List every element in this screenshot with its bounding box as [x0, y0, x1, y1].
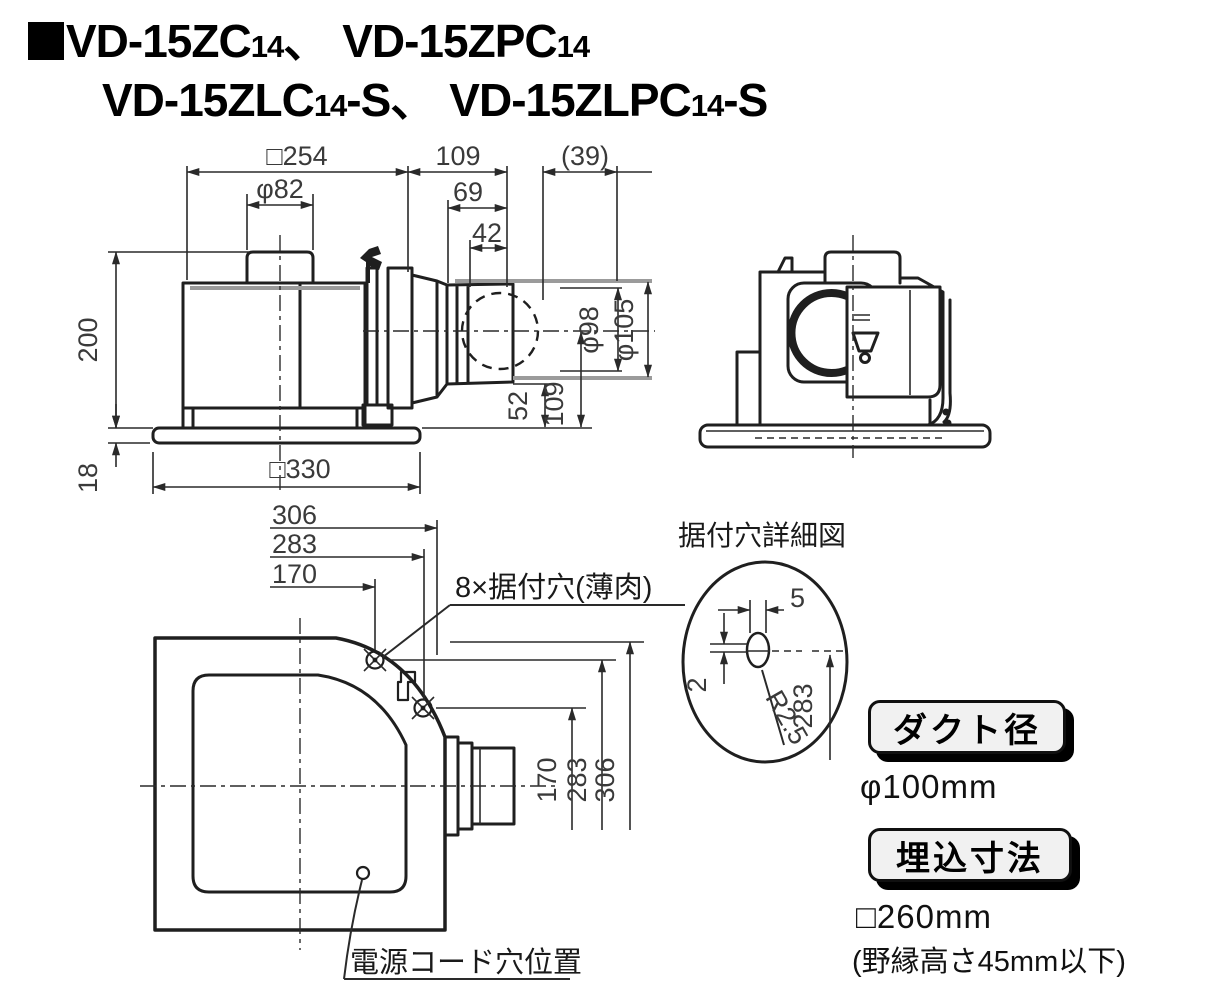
mount-hole-label: 8×据付穴(薄肉) [455, 571, 652, 604]
black-square-bullet-icon [28, 22, 64, 60]
power-cord-label: 電源コード穴位置 [350, 946, 582, 979]
dim-x170: 170 [272, 559, 317, 589]
title-line-1: VD-15ZC14、VD-15ZPC14 [28, 12, 767, 71]
title-line-2: VD-15ZLC14-S、VD-15ZLPC14-S [102, 71, 768, 130]
duct-diameter-badge-label: ダクト径 [893, 711, 1041, 750]
duct-diameter-value: φ100mm [860, 768, 998, 805]
separator: 、 [283, 15, 329, 67]
model-name: VD-15ZLC [102, 73, 315, 126]
detail-slot-hole [745, 631, 771, 669]
dim-w5: 5 [790, 583, 805, 613]
embed-dimension-value: □260mm [856, 898, 992, 935]
dim-height: 200 [73, 317, 103, 362]
dim-y170: 170 [532, 757, 562, 802]
mount-hole-callout: 8×据付穴(薄肉) [382, 571, 685, 658]
dim-x283: 283 [272, 529, 317, 559]
model-suffix: -S [723, 73, 768, 126]
mount-hole [411, 696, 435, 720]
model-subscript: 14 [556, 29, 590, 64]
embed-dimension-badge-label: 埋込寸法 [896, 839, 1044, 878]
dim-x306: 306 [272, 500, 317, 530]
mount-hole-detail-view: 据付穴詳細図 5 2 R2.5 283 [678, 520, 849, 764]
duct-diameter-badge: ダクト径 [868, 700, 1066, 754]
separator: 、 [390, 73, 436, 126]
corner-bracket [396, 670, 417, 702]
dim-duct-len: 109 [435, 141, 480, 171]
side-view [698, 235, 992, 458]
dim-flange-thickness: 18 [73, 463, 103, 493]
model-suffix: -S [346, 73, 391, 126]
detail-bubble [681, 560, 849, 764]
page-title: VD-15ZC14、VD-15ZPC14 VD-15ZLC14-S、VD-15Z… [28, 12, 768, 130]
dim-len39: (39) [561, 141, 609, 171]
front-view: □254 φ82 109 (39) 69 42 200 18 □330 φ98 … [73, 141, 655, 494]
front-view-dimensions: □254 φ82 109 (39) 69 42 200 18 □330 φ98 … [73, 141, 652, 494]
embed-dimension-badge: 埋込寸法 [868, 828, 1072, 882]
dim-v52: 52 [503, 391, 533, 421]
dim-y306: 306 [590, 757, 620, 802]
bottom-view-dimensions: 306 283 170 170 283 306 [270, 500, 644, 830]
power-cord-hole [355, 865, 371, 881]
model-subscript: 14 [313, 87, 347, 123]
mount-hole [363, 648, 387, 672]
dim-p283: 283 [788, 683, 818, 728]
dim-top-duct-dia: φ82 [256, 174, 304, 204]
dim-len69: 69 [453, 177, 483, 207]
model-subscript: 14 [250, 29, 284, 64]
dim-duct-outer-dia: φ105 [609, 299, 639, 362]
dim-len42: 42 [472, 218, 502, 248]
dim-duct-inner-dia: φ98 [574, 306, 604, 354]
dim-flange-width: □330 [269, 454, 330, 484]
grille [191, 673, 408, 894]
power-cord-callout: 電源コード穴位置 [343, 879, 582, 980]
detail-title: 据付穴詳細図 [678, 520, 846, 551]
dim-h2: 2 [682, 677, 712, 692]
bottom-view: 306 283 170 170 283 306 8×据付穴(薄肉) 電源コード穴… [140, 500, 685, 980]
model-name: VD-15ZLPC [449, 73, 691, 126]
front-view-outline [151, 235, 655, 490]
model-name: VD-15ZPC [342, 15, 557, 67]
embed-dimension-note: (野縁高さ45mm以下) [852, 946, 1126, 978]
model-subscript: 14 [690, 87, 724, 123]
model-name: VD-15ZC [66, 15, 252, 67]
dim-y283: 283 [562, 757, 592, 802]
dim-overall-width: □254 [266, 141, 327, 171]
dim-v109: 109 [539, 381, 569, 426]
